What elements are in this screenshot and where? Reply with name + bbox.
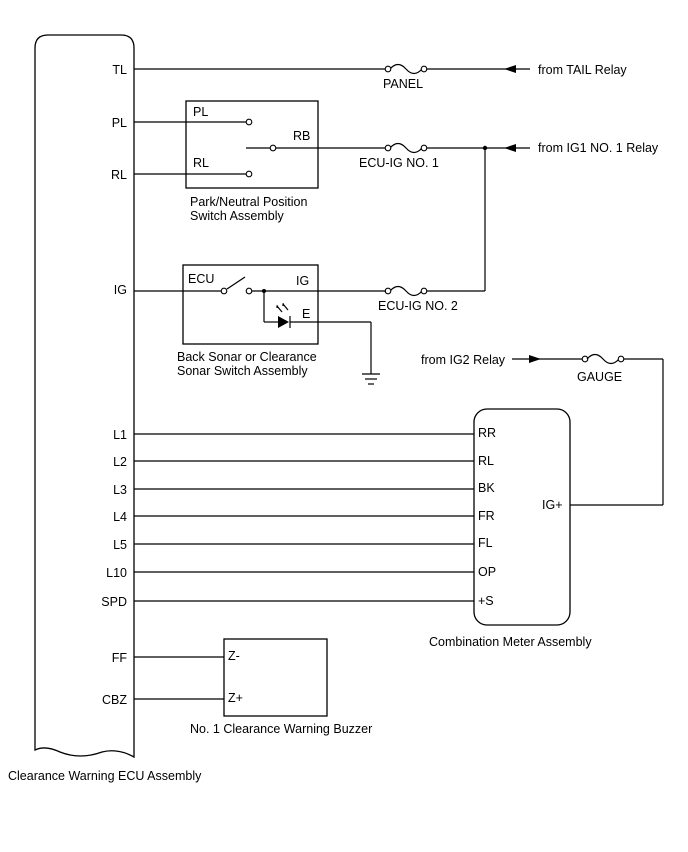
meter-pin-s: +S — [478, 594, 494, 608]
fuse-ecu-ig2-label: ECU-IG NO. 2 — [378, 299, 458, 313]
pnp-pin-pl: PL — [193, 105, 208, 119]
pin-pl: PL — [112, 116, 127, 130]
arrow-ig2-icon — [529, 355, 541, 363]
pnp-pin-rl: RL — [193, 156, 209, 170]
sonar-label-2: Sonar Switch Assembly — [177, 364, 308, 378]
pin-tl: TL — [112, 63, 127, 77]
fuse-ecu-ig1-icon — [389, 142, 423, 154]
pin-l3: L3 — [113, 483, 127, 497]
ecu-label: Clearance Warning ECU Assembly — [8, 769, 202, 783]
fuse-panel-label: PANEL — [383, 77, 423, 91]
pnp-switch: PL RL RB Park/Neutral Position Switch As… — [134, 100, 386, 223]
led-icon — [278, 316, 289, 328]
pin-cbz: CBZ — [102, 693, 127, 707]
meter-pin-fl: FL — [478, 536, 493, 550]
meter-pin-fr: FR — [478, 509, 495, 523]
sonar-switch: ECU IG E Back Sonar or Clearance Sonar S… — [134, 264, 386, 385]
tail-circuit: PANEL from TAIL Relay — [134, 63, 627, 91]
arrow-ig1-icon — [504, 144, 516, 152]
pnp-pin-rb: RB — [293, 129, 310, 143]
ecu-pin-labels: TL PL RL IG L1 L2 L3 L4 L5 L10 SPD FF CB… — [101, 63, 127, 707]
pnp-label-2: Switch Assembly — [190, 209, 285, 223]
ig1-circuit: ECU-IG NO. 1 from IG1 NO. 1 Relay ECU-IG… — [359, 141, 659, 313]
led-light-icon — [276, 303, 289, 313]
ig2-circuit: from IG2 Relay GAUGE — [421, 353, 664, 506]
pin-l5: L5 — [113, 538, 127, 552]
fuse-gauge-label: GAUGE — [577, 370, 622, 384]
fuse-gauge-icon — [586, 353, 620, 365]
combination-meter: RR RL BK FR FL OP +S IG+ Combination Met… — [134, 408, 592, 649]
meter-label: Combination Meter Assembly — [429, 635, 592, 649]
pin-ig: IG — [114, 283, 127, 297]
meter-pin-bk: BK — [478, 481, 495, 495]
sonar-pin-e: E — [302, 307, 310, 321]
pin-l10: L10 — [106, 566, 127, 580]
pin-l1: L1 — [113, 428, 127, 442]
pin-l4: L4 — [113, 510, 127, 524]
arrow-tail-icon — [504, 65, 516, 73]
pin-rl: RL — [111, 168, 127, 182]
pin-l2: L2 — [113, 455, 127, 469]
fuse-ecu-ig1-label: ECU-IG NO. 1 — [359, 156, 439, 170]
sonar-pin-ig: IG — [296, 274, 309, 288]
buzzer-label: No. 1 Clearance Warning Buzzer — [190, 722, 372, 736]
source-tail: from TAIL Relay — [538, 63, 627, 77]
source-ig1: from IG1 NO. 1 Relay — [538, 141, 659, 155]
pin-ff: FF — [112, 651, 128, 665]
pnp-label-1: Park/Neutral Position — [190, 195, 307, 209]
pin-spd: SPD — [101, 595, 127, 609]
sonar-pin-ecu: ECU — [188, 272, 214, 286]
clearance-buzzer: Z- Z+ No. 1 Clearance Warning Buzzer — [134, 638, 372, 736]
source-ig2: from IG2 Relay — [421, 353, 506, 367]
buzzer-pin-zm: Z- — [228, 649, 240, 663]
fuse-ecu-ig2-icon — [389, 285, 423, 297]
ground-icon — [362, 373, 380, 385]
meter-pin-op: OP — [478, 565, 496, 579]
buzzer-pin-zp: Z+ — [228, 691, 243, 705]
meter-pin-ig: IG+ — [542, 498, 563, 512]
meter-pin-rr: RR — [478, 426, 496, 440]
sonar-label-1: Back Sonar or Clearance — [177, 350, 317, 364]
fuse-panel-icon — [389, 63, 423, 75]
meter-pin-rl: RL — [478, 454, 494, 468]
ecu-body — [34, 34, 135, 759]
